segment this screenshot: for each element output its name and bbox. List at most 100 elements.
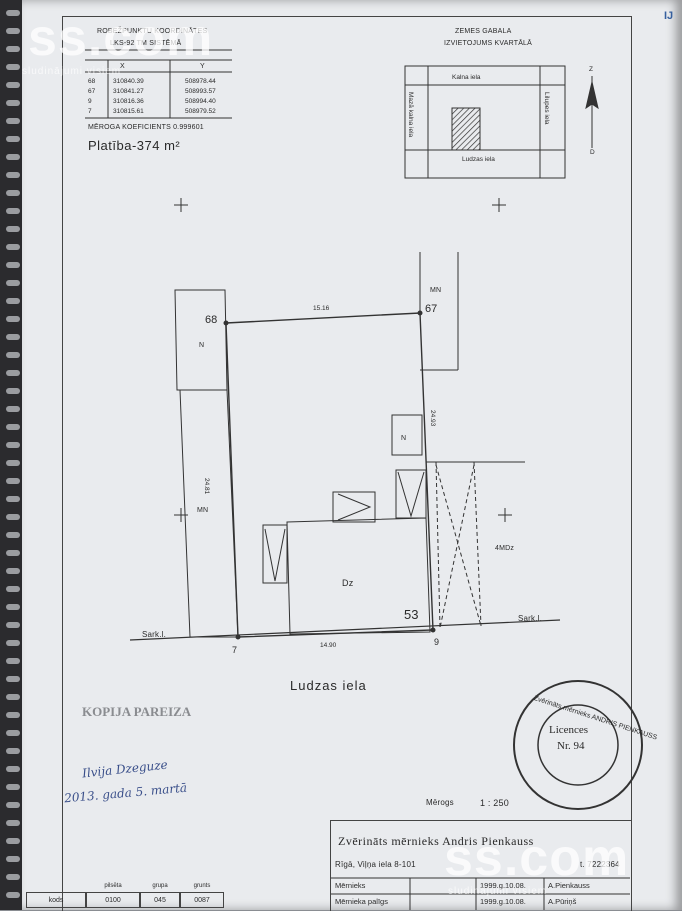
binder-ring bbox=[6, 784, 20, 790]
binder-ring bbox=[6, 532, 20, 538]
surveyor-phone: t. 7222364 bbox=[580, 860, 620, 869]
parcel-number-53: 53 bbox=[404, 607, 419, 622]
binder-ring bbox=[6, 226, 20, 232]
codes-label: kods bbox=[26, 892, 86, 908]
binder-ring bbox=[6, 766, 20, 772]
binder-ring bbox=[6, 856, 20, 862]
binder-ring bbox=[6, 118, 20, 124]
binder-spiral bbox=[0, 0, 22, 910]
binder-ring bbox=[6, 604, 20, 610]
street-kalna: Kalna iela bbox=[452, 74, 481, 81]
binder-ring bbox=[6, 298, 20, 304]
codes-table: pilsēta grupa grunts kods 0100 045 0087 bbox=[26, 880, 224, 908]
binder-ring bbox=[6, 280, 20, 286]
watermark-top: ss.com bbox=[28, 9, 214, 67]
title-block bbox=[330, 820, 631, 911]
binder-ring bbox=[6, 658, 20, 664]
south-label: D bbox=[590, 149, 595, 156]
watermark-bottom-sub: sludinājumi visiem bbox=[448, 886, 548, 897]
north-label: Z bbox=[589, 66, 593, 73]
binder-ring bbox=[6, 262, 20, 268]
coord-x: 310841.27 bbox=[113, 88, 144, 95]
edge-mark: IJ bbox=[664, 10, 674, 22]
point-9: 9 bbox=[434, 637, 440, 647]
codes-header-city: pilsēta bbox=[104, 883, 122, 889]
role-assistant: Mērnieka palīgs bbox=[335, 897, 388, 906]
codes-value-city: 0100 bbox=[86, 892, 140, 908]
scale-coefficient: MĒROGA KOEFICIENTS 0.999601 bbox=[88, 124, 204, 131]
binder-ring bbox=[6, 712, 20, 718]
watermark-bottom: ss.com bbox=[444, 829, 630, 887]
binder-ring bbox=[6, 478, 20, 484]
date-surveyor: 1999.g.10.08. bbox=[480, 881, 526, 890]
codes-value-group: 045 bbox=[140, 892, 180, 908]
binder-ring bbox=[6, 568, 20, 574]
coord-id: 7 bbox=[88, 108, 92, 115]
coord-y: 508979.52 bbox=[185, 108, 216, 115]
coord-y: 508994.40 bbox=[185, 98, 216, 105]
binder-ring bbox=[6, 874, 20, 880]
length-top: 15.16 bbox=[313, 305, 330, 312]
binder-ring bbox=[6, 334, 20, 340]
binder-ring bbox=[6, 442, 20, 448]
binder-ring bbox=[6, 838, 20, 844]
point-7: 7 bbox=[232, 645, 238, 655]
binder-ring bbox=[6, 10, 20, 16]
seal-center-1: Licences bbox=[549, 724, 589, 736]
length-right: 24.93 bbox=[429, 410, 436, 427]
binder-ring bbox=[6, 748, 20, 754]
length-left: 24.81 bbox=[203, 478, 210, 495]
binder-ring bbox=[6, 460, 20, 466]
codes-header-group: grupa bbox=[152, 883, 168, 889]
street-ludzas-main: Ludzas iela bbox=[290, 678, 367, 693]
copy-stamp-title: KOPIJA PAREIZA bbox=[82, 704, 192, 719]
binder-ring bbox=[6, 28, 20, 34]
coord-id: 9 bbox=[88, 98, 92, 105]
scale-value: 1 : 250 bbox=[480, 798, 509, 808]
red-line-right: Sark.l. bbox=[518, 614, 543, 623]
name-assistant: A.Pūriņš bbox=[548, 897, 577, 906]
coord-y: 508978.44 bbox=[185, 78, 216, 85]
codes-header-ground: grunts bbox=[193, 883, 211, 889]
binder-ring bbox=[6, 64, 20, 70]
point-67: 67 bbox=[425, 303, 438, 315]
binder-ring bbox=[6, 640, 20, 646]
coords-title-1: ROBEŽPUNKTU KOORDINĀTES bbox=[97, 28, 208, 35]
binder-ring bbox=[6, 424, 20, 430]
red-line-left: Sark.l. bbox=[142, 630, 167, 639]
binder-ring bbox=[6, 208, 20, 214]
name-surveyor: A.Pienkauss bbox=[548, 881, 590, 890]
location-title-1: ZEMES GABALA bbox=[455, 28, 512, 35]
label-mn-left: MN bbox=[197, 507, 209, 514]
date-assistant: 1999.g.10.08. bbox=[480, 897, 526, 906]
spiral-rings bbox=[6, 10, 20, 898]
binder-ring bbox=[6, 190, 20, 196]
seal-center-2: Nr. 94 bbox=[557, 740, 585, 752]
binder-ring bbox=[6, 46, 20, 52]
coord-x: 310816.36 bbox=[113, 98, 144, 105]
location-title-2: IZVIETOJUMS KVARTĀLĀ bbox=[444, 40, 533, 47]
codes-value-ground: 0087 bbox=[180, 892, 224, 908]
coords-title-2: LKS-92 TM SISTĒMĀ bbox=[110, 40, 182, 47]
label-4mdz: 4MDz bbox=[495, 545, 515, 552]
binder-ring bbox=[6, 586, 20, 592]
coord-y: 508993.57 bbox=[185, 88, 216, 95]
binder-ring bbox=[6, 370, 20, 376]
street-ludzas-small: Ludzas iela bbox=[462, 156, 495, 163]
coords-col-x: X bbox=[120, 63, 125, 70]
watermark-top-sub: sludinājumi visiem bbox=[22, 66, 122, 77]
area-value: Platība-374 m² bbox=[88, 138, 181, 153]
binder-ring bbox=[6, 154, 20, 160]
label-n-left: N bbox=[199, 342, 205, 349]
surveyor-name: Zvērināts mērnieks Andris Pienkauss bbox=[338, 834, 534, 848]
binder-ring bbox=[6, 622, 20, 628]
coords-col-y: Y bbox=[200, 63, 205, 70]
binder-ring bbox=[6, 406, 20, 412]
drawing-frame bbox=[62, 16, 632, 911]
role-surveyor: Mērnieks bbox=[335, 881, 366, 890]
binder-ring bbox=[6, 514, 20, 520]
label-mn-top: MN bbox=[430, 287, 442, 294]
binder-ring bbox=[6, 82, 20, 88]
binder-ring bbox=[6, 676, 20, 682]
